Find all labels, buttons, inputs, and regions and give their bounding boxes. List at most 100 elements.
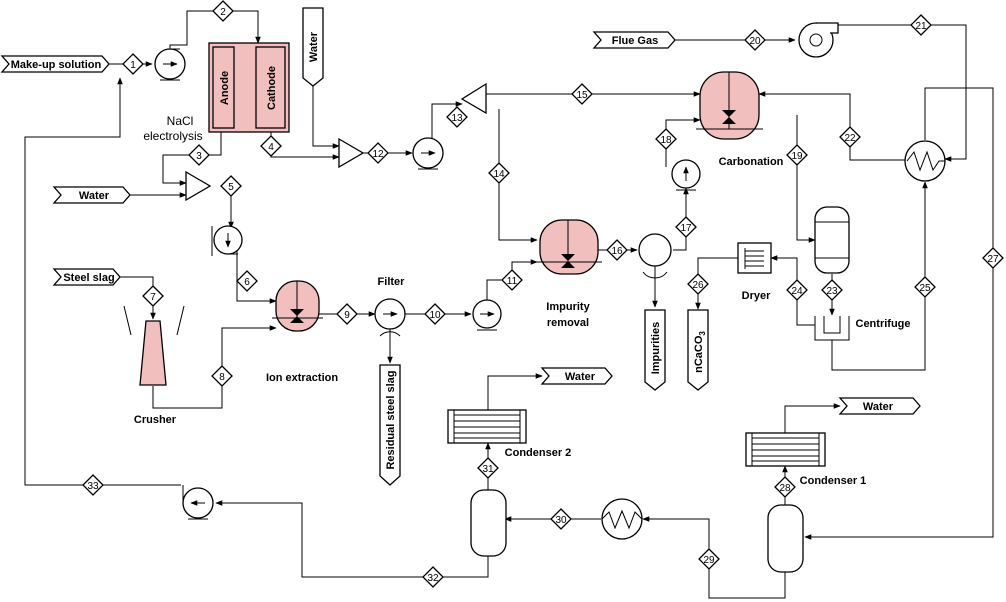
stream-20: 20 [744,29,766,51]
stream-22: 22 [839,126,861,148]
stream-31: 31 [477,457,499,479]
stream-12: 12 [367,142,389,164]
svg-text:11: 11 [507,276,518,287]
steel-slag-feed-tag: Steel slag [52,268,121,286]
blower-icon [798,22,839,58]
water-out-tag-condenser-2: Water [540,367,613,385]
svg-text:19: 19 [791,151,803,162]
condenser-1-label: Condenser 1 [800,475,867,487]
nacl-electrolysis-cell: Anode Cathode [208,42,290,133]
svg-text:13: 13 [451,113,463,124]
crusher-icon [123,305,185,386]
svg-text:Make-up solution: Make-up solution [11,59,102,71]
centrifuge-label: Centrifuge [856,318,911,330]
condenser-1-icon [745,432,826,467]
stream-14: 14 [488,162,510,184]
svg-text:Steel slag: Steel slag [63,272,114,284]
svg-text:17: 17 [680,223,692,234]
ion-extraction-reactor-icon [272,280,323,332]
svg-text:18: 18 [660,135,672,146]
svg-text:15: 15 [576,90,588,101]
stream-30: 30 [550,508,572,530]
svg-text:29: 29 [703,555,715,566]
pump-2-icon [211,225,243,256]
anode-label: Anode [219,71,231,105]
stream-29: 29 [698,548,720,570]
svg-text:16: 16 [611,246,623,257]
water-feed-tag-1: Water [52,186,131,204]
svg-text:32: 32 [427,573,439,584]
svg-text:25: 25 [919,283,931,294]
impurities-product-tag: Impurities [644,309,666,391]
crusher-label: Crusher [134,414,177,426]
make-up-solution-tag: Make-up solution [0,55,110,73]
stream-25: 25 [914,276,936,298]
stream-4: 4 [260,135,282,157]
svg-text:23: 23 [826,286,838,297]
svg-text:27: 27 [987,254,999,265]
stream-26: 26 [687,273,709,295]
flash-drum-1-icon [767,504,804,573]
svg-text:7: 7 [150,292,156,303]
heat-exchanger-2-icon [601,498,643,540]
splitter-icon [460,82,487,115]
centrifuge-basket-icon [814,316,850,341]
condenser-2-label: Condenser 2 [505,447,572,459]
impurity-removal-reactor-icon [536,219,602,275]
pump-6-icon [182,485,214,520]
svg-text:Water: Water [79,190,110,202]
stream-28: 28 [774,476,796,498]
pump-4-icon [412,137,444,170]
stream-1: 1 [122,53,144,75]
stream-32: 32 [422,566,444,588]
svg-text:Flue Gas: Flue Gas [612,35,658,47]
stream-2: 2 [212,0,234,22]
stream-3: 3 [188,144,210,166]
stream-33: 33 [82,474,104,496]
electrolysis-label-2: electrolysis [143,129,202,143]
carbonation-label: Carbonation [719,156,784,168]
svg-text:30: 30 [555,515,567,526]
stream-10: 10 [424,303,446,325]
svg-text:5: 5 [228,182,234,193]
svg-text:31: 31 [482,464,494,475]
dryer-label: Dryer [742,290,771,302]
svg-text:3: 3 [196,151,202,162]
stream-5: 5 [220,175,242,197]
pump-5-icon [671,159,701,191]
impurity-removal-label-2: removal [547,317,589,329]
svg-text:8: 8 [219,372,225,383]
condenser-2-icon [447,409,527,444]
stream-23: 23 [821,279,843,301]
pump-1-icon [154,48,186,81]
svg-text:24: 24 [791,286,803,297]
svg-text:21: 21 [915,21,927,32]
stream-lines [24,10,994,599]
mixer-icon [185,170,212,202]
svg-text:Water: Water [308,31,320,62]
svg-text:nCaCO3: nCaCO3 [693,331,707,373]
stream-8: 8 [211,365,233,387]
svg-text:28: 28 [779,483,791,494]
flue-gas-feed-tag: Flue Gas [592,31,676,49]
svg-text:6: 6 [244,277,250,288]
svg-text:12: 12 [372,149,384,160]
stream-21: 21 [910,14,932,36]
dryer-icon [737,242,772,274]
stream-7: 7 [142,285,164,307]
svg-text:26: 26 [692,280,704,291]
pump-3-icon [472,299,502,331]
stream-6: 6 [236,270,258,292]
svg-text:10: 10 [429,310,441,321]
stream-17: 17 [675,216,697,238]
svg-text:9: 9 [344,310,350,321]
electrolysis-label-1: NaCl [167,114,194,128]
stream-9: 9 [336,303,358,325]
svg-text:20: 20 [749,36,761,47]
svg-text:Residual steel slag: Residual steel slag [385,370,397,469]
svg-text:4: 4 [268,142,274,153]
cathode-label: Cathode [266,66,278,110]
stream-18: 18 [655,128,677,150]
stream-16: 16 [606,239,628,261]
